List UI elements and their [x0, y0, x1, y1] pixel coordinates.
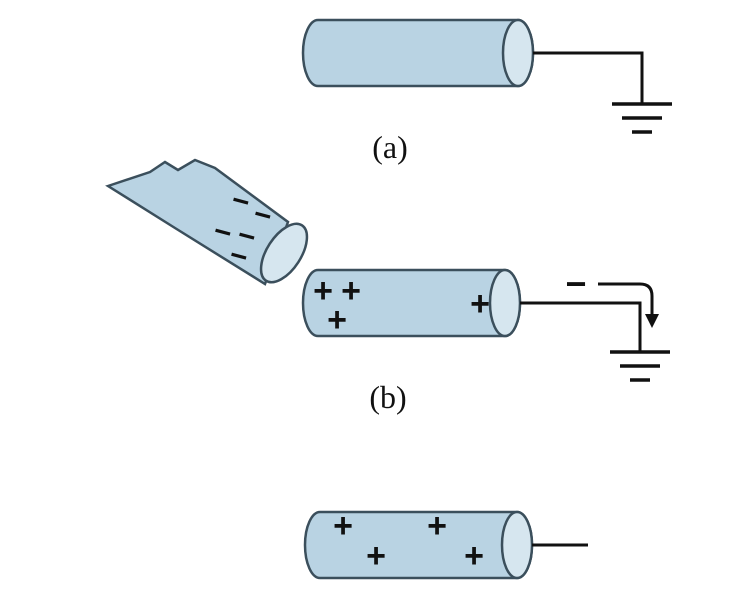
rod-charge: +: [470, 285, 490, 323]
panel-a: (a): [301, 18, 672, 165]
ground-symbol-b: [610, 350, 670, 382]
rod-b-charges: + + + +: [313, 272, 490, 339]
rod-charge: +: [341, 272, 361, 310]
ground-wire-a: [533, 51, 644, 103]
ground-wire-b: [520, 301, 642, 352]
rod-c: [303, 510, 534, 580]
panel-label-a: (a): [372, 129, 408, 165]
rod-charge: +: [333, 507, 353, 545]
rod-a: [301, 18, 535, 88]
electron-flow-symbol: −: [565, 263, 586, 304]
rod-charge: +: [327, 301, 347, 339]
ground-symbol-a: [612, 102, 672, 134]
rod-b: [301, 268, 522, 338]
rod-charge: +: [366, 537, 386, 575]
rod-charge: +: [313, 272, 333, 310]
panel-b: − − − − − + + + + − (b): [105, 158, 670, 415]
rod-c-charges: + + + +: [333, 507, 484, 575]
charged-wand: − − − − −: [105, 158, 309, 286]
arrow-down-icon: [598, 282, 659, 328]
panel-c: + + + +: [303, 507, 588, 580]
panel-label-b: (b): [369, 379, 406, 415]
rod-charge: +: [464, 537, 484, 575]
rod-charge: +: [427, 507, 447, 545]
